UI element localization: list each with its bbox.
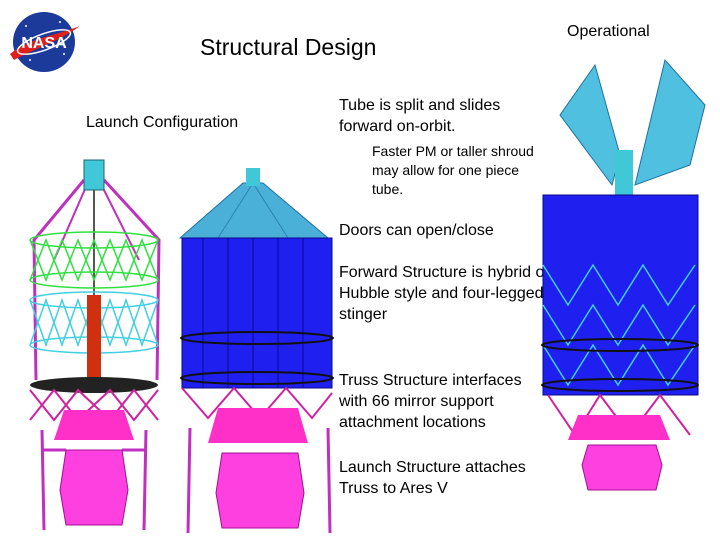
operational-model-image [541, 58, 706, 491]
sub-bullet-one-piece-tube: Faster PM or taller shroud may allow for… [372, 143, 534, 197]
slide-title: Structural Design [200, 34, 377, 60]
launch-truss-model-image [29, 159, 161, 531]
bullet-doors: Doors can open/close [339, 222, 494, 239]
bullet-truss-structure: Truss Structure interfaces with 66 mirro… [339, 372, 522, 431]
bullet-forward-structure: Forward Structure is hybrid of Hubble st… [339, 264, 549, 323]
launch-closed-model-image [178, 168, 334, 534]
operational-label: Operational [567, 23, 650, 40]
launch-configuration-label: Launch Configuration [86, 114, 239, 131]
nasa-logo-text: NASA [21, 35, 67, 52]
bullet-tube-split: Tube is split and slides forward on-orbi… [339, 97, 501, 135]
bullet-launch-structure: Launch Structure attaches Truss to Ares … [339, 459, 526, 497]
nasa-logo: NASA [10, 12, 80, 72]
